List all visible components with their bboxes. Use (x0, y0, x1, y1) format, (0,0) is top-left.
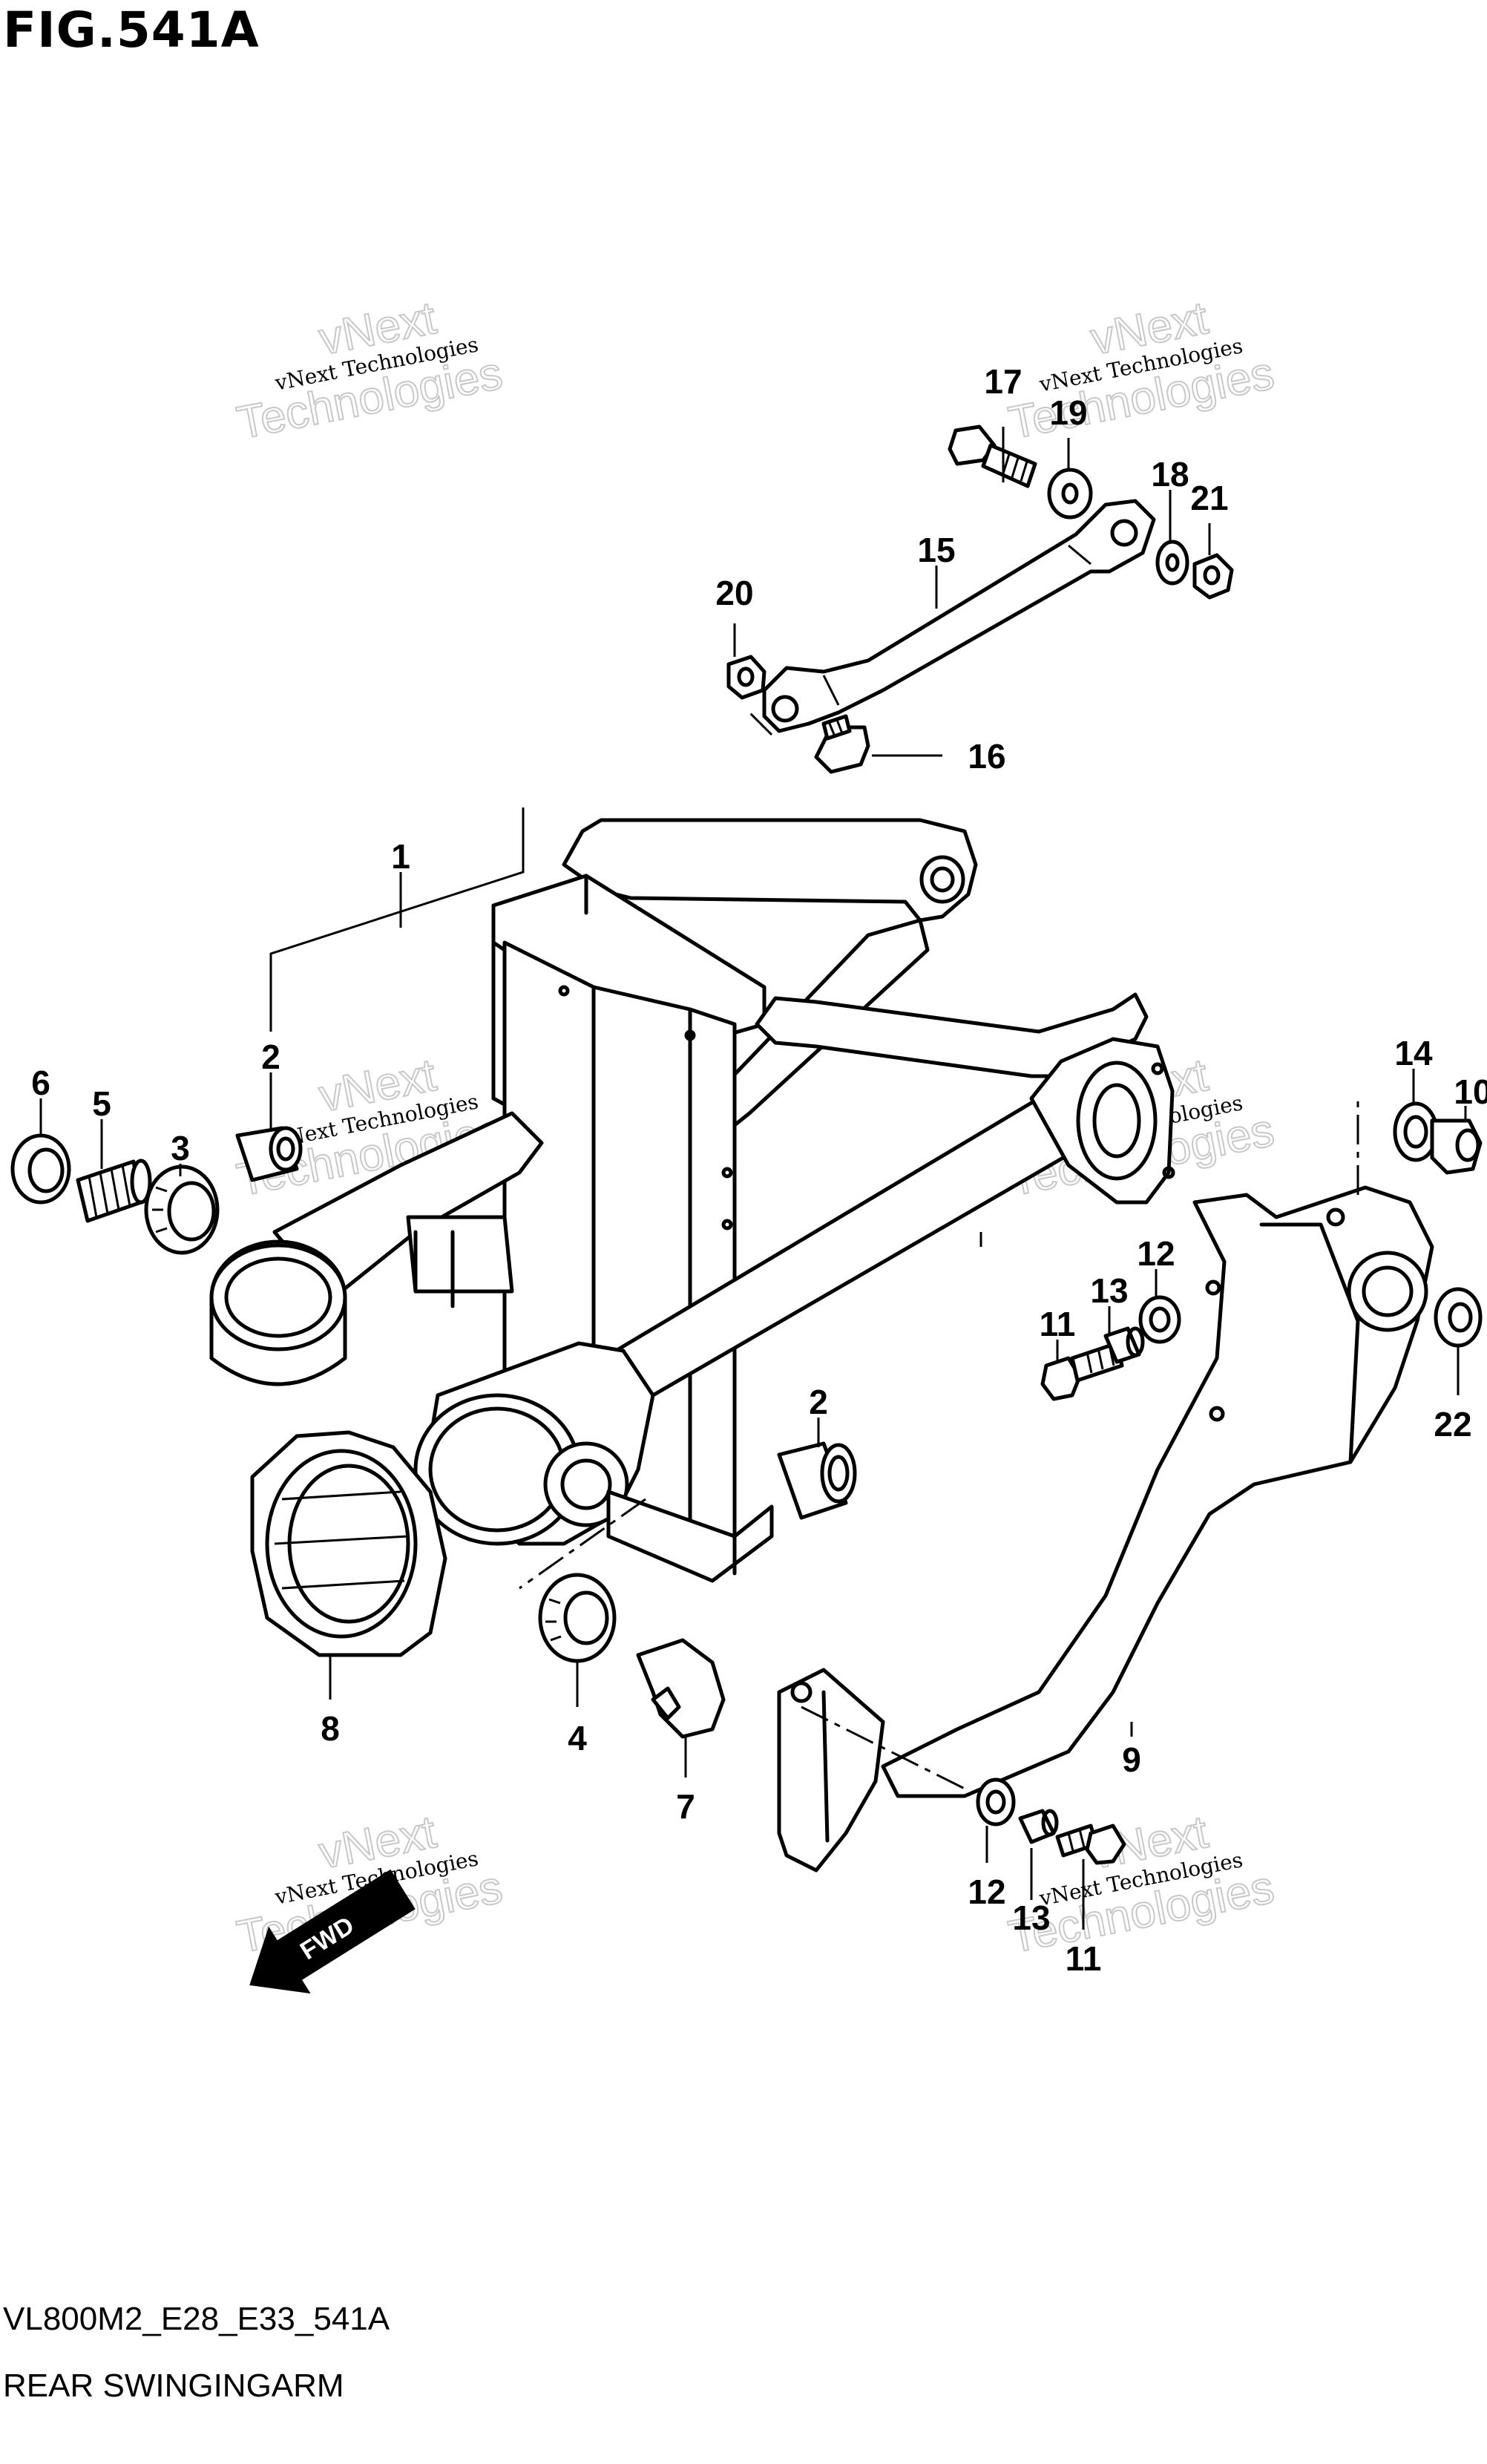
callout-1: 1 (391, 837, 410, 876)
callout-9: 9 (1122, 1740, 1141, 1779)
callout-3: 3 (171, 1129, 190, 1167)
callout-6: 6 (31, 1064, 50, 1102)
bolt-part-17 (948, 425, 1037, 488)
callout-15: 15 (917, 531, 955, 569)
callout-18: 18 (1151, 455, 1189, 494)
callout-12-lower: 12 (968, 1872, 1005, 1911)
callout-7: 7 (676, 1787, 695, 1826)
bushing-part-12-upper (1138, 1295, 1181, 1344)
figure-caption: REAR SWINGINGARM (3, 2368, 344, 2404)
bolt-part-11-lower (1055, 1824, 1126, 1865)
watermark-top-left: Technologies vNext vNext Technologies (232, 292, 507, 450)
adjuster-bolt-part-5 (76, 1159, 152, 1223)
collar-part-13-upper (1103, 1326, 1145, 1364)
bolt-part-16 (814, 714, 870, 774)
bearing-part-2-upper (235, 1126, 303, 1182)
bearing-part-2-lower (777, 1441, 857, 1520)
swingarm-subframe-part-9 (777, 1185, 1434, 1872)
boot-part-8 (250, 1430, 447, 1657)
bushing-part-12-lower (976, 1777, 1016, 1826)
collar-part-13-lower (1018, 1809, 1059, 1844)
callout-10: 10 (1454, 1072, 1487, 1111)
bearing-part-3 (144, 1164, 220, 1255)
plug-part-7 (636, 1638, 726, 1739)
alignment-lines (519, 711, 1359, 1790)
callout-13-lower: 13 (1012, 1898, 1050, 1937)
callout-2-upper: 2 (261, 1038, 280, 1076)
callout-14: 14 (1394, 1034, 1433, 1072)
seal-part-6 (10, 1133, 71, 1205)
swingarm-part-1 (209, 818, 1175, 1583)
callout-8: 8 (321, 1709, 340, 1748)
callout-12-upper: 12 (1137, 1234, 1175, 1273)
washer-part-18 (1155, 540, 1189, 586)
callout-19: 19 (1049, 393, 1087, 432)
nut-part-22 (1434, 1287, 1483, 1348)
nut-part-20 (726, 655, 767, 700)
callout-17: 17 (984, 362, 1022, 401)
figure-title: FIG.541A (3, 1, 260, 59)
bolt-part-11-upper (1040, 1341, 1124, 1401)
nut-part-21 (1192, 553, 1234, 600)
washer-part-19 (1047, 468, 1093, 520)
callout-4: 4 (568, 1719, 587, 1757)
callout-16: 16 (968, 737, 1005, 776)
callout-22: 22 (1434, 1405, 1471, 1444)
model-code: VL800M2_E28_E33_541A (3, 2301, 390, 2337)
callouts: 1 2 2 3 4 5 6 7 8 9 10 11 11 12 12 13 13… (31, 362, 1487, 1978)
torque-link-part-15 (762, 499, 1156, 733)
callout-11-lower: 11 (1066, 1939, 1102, 1978)
bolt-part-10 (1430, 1118, 1483, 1175)
callout-2-lower: 2 (809, 1383, 828, 1421)
arrow-shape (249, 1869, 416, 1994)
bearing-part-4 (538, 1573, 617, 1663)
watermark-top-right: Technologies vNext vNext Technologies (1004, 292, 1278, 450)
callout-21: 21 (1190, 479, 1228, 517)
callout-20: 20 (715, 574, 753, 612)
leader-lines (39, 427, 1467, 1930)
callout-11-upper: 11 (1040, 1305, 1076, 1343)
callout-13-upper: 13 (1090, 1271, 1128, 1310)
callout-5: 5 (92, 1084, 111, 1123)
